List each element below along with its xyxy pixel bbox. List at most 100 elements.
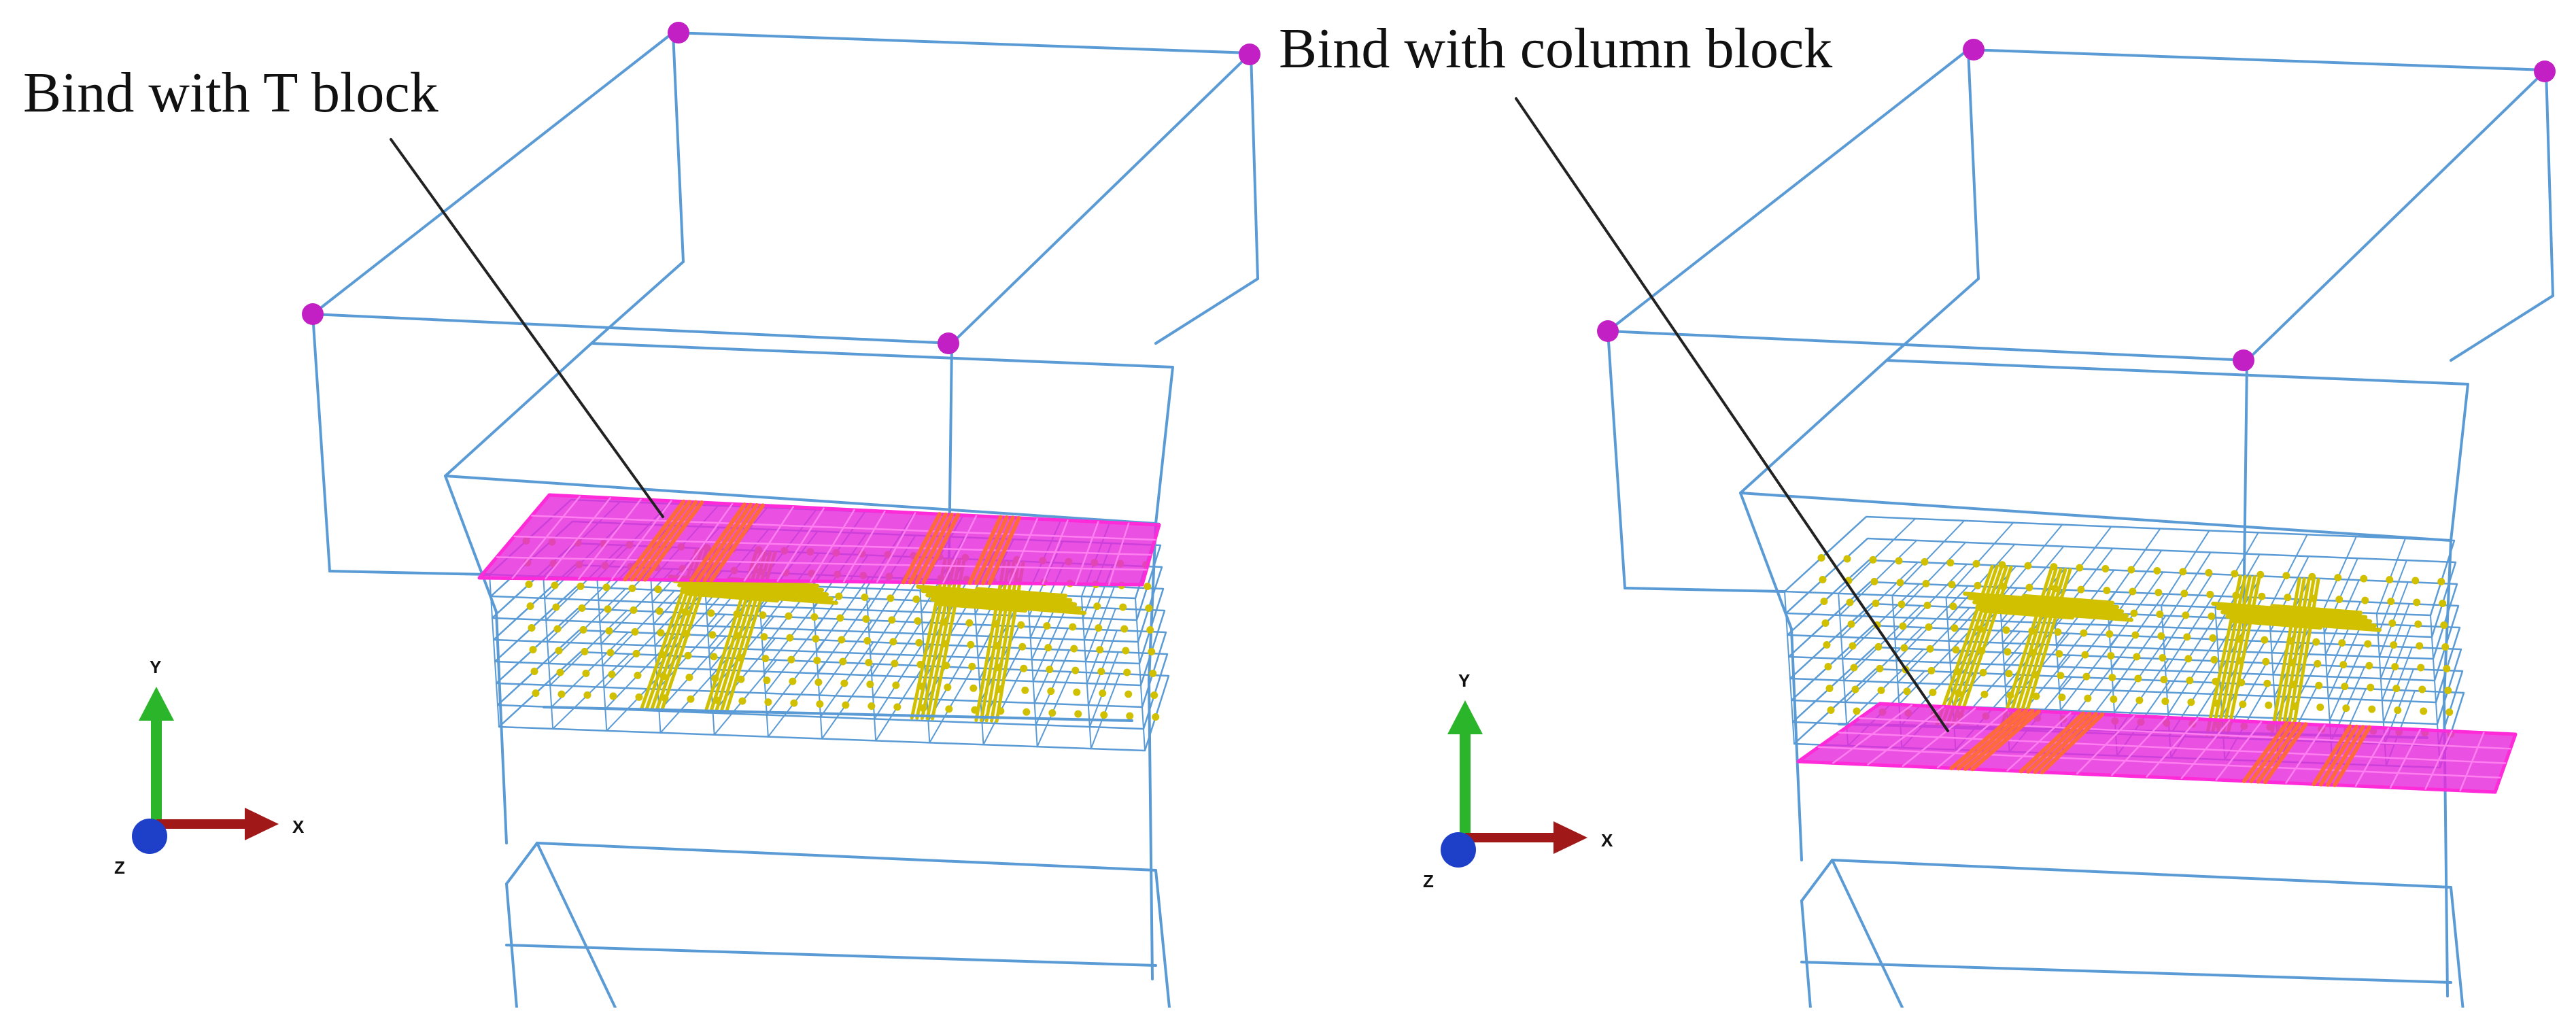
node-dot xyxy=(891,659,899,668)
label-bind-t-block: Bind with T block xyxy=(19,65,443,122)
node-dot xyxy=(2364,640,2372,648)
node-dot xyxy=(551,581,559,589)
node-dot xyxy=(861,593,869,601)
beam-bottom-edge xyxy=(590,260,685,345)
node-dot xyxy=(2182,611,2190,619)
mesh-line xyxy=(871,600,921,676)
node-dot xyxy=(2444,687,2452,694)
node-dot xyxy=(2367,683,2375,691)
node-dot xyxy=(604,605,612,613)
leader-line xyxy=(1515,97,1949,732)
node-dot xyxy=(889,638,897,646)
mesh-line xyxy=(870,578,919,655)
binding-rebar xyxy=(689,502,747,583)
node-dot xyxy=(2208,612,2216,620)
node-dot xyxy=(813,657,821,665)
mesh-line xyxy=(764,617,824,694)
leader-line xyxy=(390,138,664,518)
mesh-line xyxy=(929,667,974,744)
node-dot xyxy=(1096,646,1104,654)
node-dot xyxy=(2441,643,2450,651)
node-dot xyxy=(2186,676,2194,685)
node-dot xyxy=(2258,592,2266,600)
node-dot xyxy=(863,636,872,645)
node-dot xyxy=(2005,670,2013,678)
rebar-cluster xyxy=(931,558,966,721)
node-dot xyxy=(2315,681,2323,689)
node-dot xyxy=(2157,632,2165,640)
column-edge xyxy=(1790,628,1803,861)
node-dot xyxy=(2129,587,2137,596)
beam-bottom-edge xyxy=(1885,277,1980,362)
rebar-cluster xyxy=(736,585,829,597)
rebar-cluster xyxy=(2010,567,2063,730)
mesh-line xyxy=(659,657,729,734)
node-dot xyxy=(1069,623,1077,631)
mesh-line xyxy=(874,643,923,720)
node-dot xyxy=(2231,570,2239,578)
node-dot xyxy=(710,653,718,661)
node-dot xyxy=(1146,626,1154,634)
node-dot xyxy=(1948,581,1956,589)
node-dot xyxy=(862,615,870,623)
binding-rebar xyxy=(702,502,759,583)
column-edge xyxy=(1800,961,2452,984)
node-dot xyxy=(1850,664,1858,672)
node-dot xyxy=(737,675,745,683)
node-dot xyxy=(2439,600,2447,607)
haunch-edge xyxy=(444,475,498,613)
node-dot xyxy=(2058,693,2066,702)
mesh-line xyxy=(2375,538,2406,615)
mesh-line xyxy=(1088,651,1119,728)
node-dot xyxy=(2262,657,2270,666)
node-dot xyxy=(1972,560,1980,568)
beam-bottom-edge xyxy=(1624,587,1786,593)
rebar-cluster xyxy=(1940,564,1999,727)
node-dot xyxy=(888,616,896,624)
node-dot xyxy=(1949,602,1957,611)
node-dot xyxy=(760,633,768,641)
node-dot xyxy=(1119,603,1127,611)
binding-rebar xyxy=(1956,708,2029,771)
rebar-cluster xyxy=(2289,621,2382,632)
binding-rebar xyxy=(914,513,955,585)
node-dot xyxy=(2368,705,2376,713)
node-dot xyxy=(1843,555,1851,563)
node-dot xyxy=(2314,659,2322,668)
node-dot xyxy=(2184,655,2193,663)
node-dot xyxy=(1951,624,1959,632)
node-dot xyxy=(1877,686,1885,694)
column-edge xyxy=(1831,859,1906,1011)
mesh-line xyxy=(2377,560,2407,636)
mesh-line xyxy=(2167,638,2217,715)
node-dot xyxy=(2081,651,2089,659)
node-dot xyxy=(2156,610,2164,618)
node-dot xyxy=(1846,598,1854,606)
node-dot xyxy=(1925,623,1933,631)
axis-y-label: Y xyxy=(150,657,161,677)
rebar-cluster xyxy=(1955,565,2013,727)
axis-y-head xyxy=(1447,700,1483,734)
mesh-line xyxy=(2161,530,2210,606)
node-dot xyxy=(1946,559,1955,567)
column-edge xyxy=(505,944,1157,967)
rebar-cluster xyxy=(732,581,825,592)
rebar-cluster xyxy=(2280,612,2373,623)
rebar-cluster xyxy=(745,594,838,605)
node-dot xyxy=(1926,645,1934,653)
binding-rebar xyxy=(921,513,960,585)
binding-rebar xyxy=(2326,725,2365,787)
binding-rebar xyxy=(901,512,942,585)
node-dot xyxy=(2024,562,2032,570)
node-dot xyxy=(634,671,642,679)
node-dot xyxy=(2390,641,2398,649)
node-dot xyxy=(2416,642,2424,650)
node-dot xyxy=(608,670,616,679)
column-edge xyxy=(495,611,508,844)
binding-rebar xyxy=(695,502,753,583)
node-dot xyxy=(789,677,797,685)
binding-rebar xyxy=(974,515,1009,585)
node-dot xyxy=(1825,685,1834,692)
node-dot xyxy=(1821,619,1830,627)
node-dot xyxy=(2205,568,2213,577)
